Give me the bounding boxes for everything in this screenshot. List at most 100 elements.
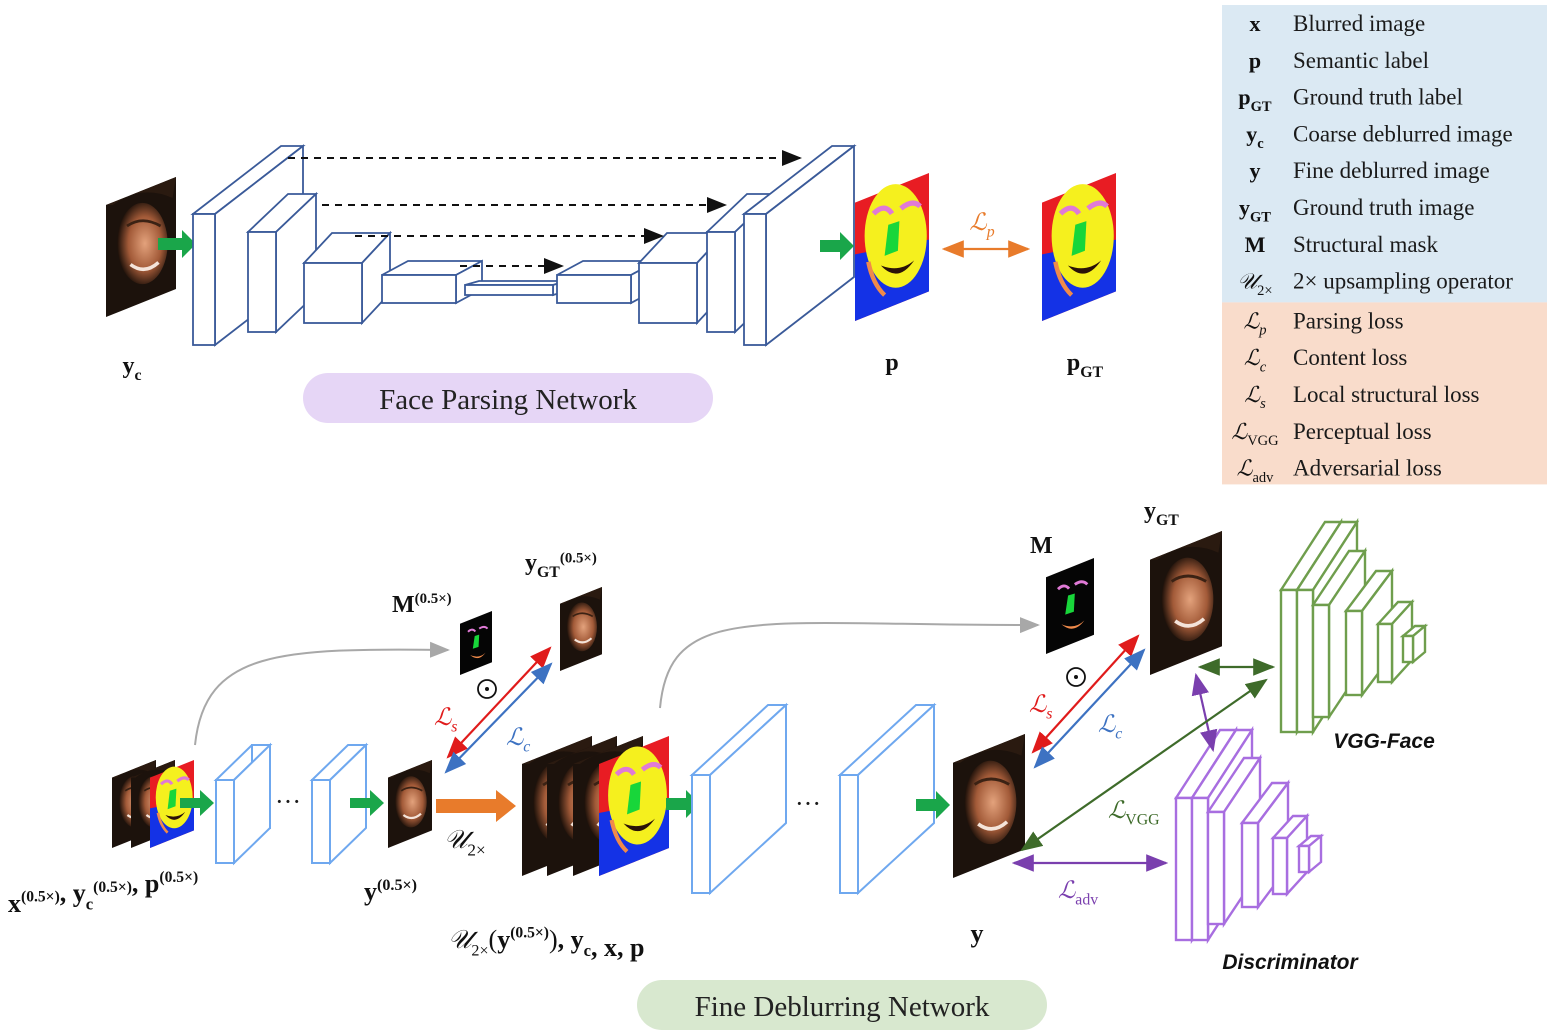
compound-label: x(0.5×), yc(0.5×), p(0.5×)	[8, 869, 198, 918]
conv-block-front	[839, 774, 859, 894]
legend-description: Structural mask	[1293, 232, 1438, 257]
discriminator-label: Discriminator	[1222, 951, 1359, 974]
concat-input-label: 𝒰2×(y(0.5×)), yc, x, p	[448, 925, 645, 962]
legend-symbol: p	[1249, 48, 1261, 73]
odot-dot	[485, 687, 489, 691]
odot-dot	[1074, 675, 1078, 679]
fine-deblurring-network: ··· M(0.5×) yGT(0.5×) ℒs ℒc 𝒰2×	[8, 498, 1435, 1030]
legend-symbol: ℒp	[1243, 308, 1266, 338]
legend-variables-panel	[1222, 5, 1547, 303]
perceptual-loss-label: ℒVGG	[1108, 798, 1160, 829]
legend-symbol: ℒs	[1244, 382, 1266, 412]
legend-row: yc Coarse deblurred image	[1246, 121, 1512, 152]
label-text: yc	[122, 353, 141, 384]
perceptual-loss-arrow	[1020, 678, 1268, 852]
mask-half-label: M(0.5×)	[392, 591, 452, 618]
parsing-output-map	[855, 173, 929, 321]
gt-half-image	[560, 585, 602, 673]
final-output-label: y	[971, 919, 984, 948]
face-parsing-network: yc ℒp p pGT Face Parsing Network	[106, 144, 1116, 423]
vgg-face-network	[1278, 517, 1429, 737]
legend-row: pGT Ground truth label	[1238, 85, 1463, 116]
green-arrow-icon	[916, 791, 950, 819]
legend-row: ℒs Local structural loss	[1244, 382, 1479, 412]
legend-description: Content loss	[1293, 345, 1407, 370]
label-text: M	[1030, 533, 1053, 559]
label-text: 𝒰2×	[444, 825, 486, 859]
legend-table: x Blurred image p Semantic label pGT Ground t…	[1222, 5, 1547, 486]
legend-description: Blurred image	[1293, 11, 1425, 36]
mask-full-image	[1046, 558, 1094, 654]
parsing-loss-label: ℒp	[969, 210, 994, 241]
label-text: y	[971, 919, 984, 948]
legend-symbol: ℒVGG	[1231, 419, 1279, 449]
legend-losses-panel	[1222, 302, 1547, 485]
compound-label: 𝒰2×(y(0.5×)), yc, x, p	[448, 925, 645, 962]
legend-description: Semantic label	[1293, 48, 1429, 73]
content-loss-arrow-half	[444, 662, 553, 774]
legend-description: Parsing loss	[1293, 308, 1404, 333]
label-text: yGT	[1144, 498, 1179, 529]
discriminator-network	[1173, 725, 1325, 945]
adversarial-loss-label: ℒadv	[1058, 878, 1098, 909]
legend-row: y Fine deblurred image	[1250, 158, 1490, 183]
label-text: ℒVGG	[1108, 798, 1160, 829]
legend-description: Coarse deblurred image	[1293, 121, 1513, 146]
loss-s-label: ℒs	[1029, 692, 1052, 723]
gt-to-discriminator-arrow	[1191, 672, 1218, 753]
label-text: ℒs	[1029, 692, 1052, 723]
legend-row: x Blurred image	[1250, 11, 1426, 36]
half-output-label: y(0.5×)	[364, 877, 417, 906]
label-text: ℒadv	[1058, 878, 1098, 909]
parsing-ground-truth-map	[1042, 173, 1116, 321]
unet-encoder-decoder	[190, 144, 857, 347]
face-parsing-title: Face Parsing Network	[379, 384, 637, 416]
legend-description: Perceptual loss	[1293, 419, 1432, 444]
pyramid-layer	[1295, 833, 1325, 875]
vgg-face-label: VGG-Face	[1333, 730, 1435, 753]
loss-c-label: ℒc	[1098, 712, 1122, 743]
green-arrow-icon	[180, 790, 214, 816]
mask-extract-curve-full	[659, 617, 1040, 709]
upsample-arrow-icon	[436, 790, 516, 822]
loss-c-label-half: ℒc	[506, 725, 530, 756]
conv-block-front	[311, 779, 331, 864]
mask-half-image	[460, 609, 492, 677]
legend-description: 2× upsampling operator	[1293, 269, 1513, 294]
legend-symbol: yc	[1246, 121, 1264, 152]
bottleneck-block	[464, 279, 568, 297]
conv-block-face	[857, 702, 935, 896]
label-text: ℒp	[969, 210, 994, 241]
output-label-p: p	[885, 350, 898, 376]
legend-symbol: pGT	[1238, 85, 1272, 116]
legend-row: ℒVGG Perceptual loss	[1231, 419, 1431, 449]
conv-block-face	[709, 702, 787, 896]
ellipsis-half: ···	[275, 787, 301, 816]
gt-half-label: yGT(0.5×)	[525, 550, 597, 581]
label-text: ℒs	[434, 705, 457, 736]
green-arrow-icon	[350, 790, 384, 816]
legend-symbol: ℒadv	[1237, 456, 1275, 486]
upsample-label: 𝒰2×	[444, 825, 486, 859]
legend-symbol: yGT	[1239, 195, 1271, 226]
legend-symbol: ℒc	[1244, 345, 1267, 375]
green-arrow-icon	[820, 232, 854, 260]
legend-description: Local structural loss	[1293, 382, 1480, 407]
gt-label: yGT	[1144, 498, 1179, 529]
input-label-yc: yc	[122, 353, 141, 384]
legend-description: Fine deblurred image	[1293, 158, 1490, 183]
mask-label: M	[1030, 533, 1053, 559]
legend-symbol: y	[1250, 158, 1261, 183]
legend-description: Ground truth label	[1293, 85, 1463, 110]
conv-block-front	[215, 779, 235, 864]
final-output-image	[953, 734, 1025, 878]
skip-connections	[288, 150, 802, 274]
legend-row: 𝒰2×2× upsampling operator	[1237, 269, 1513, 299]
legend-symbol: x	[1250, 11, 1261, 36]
label-text: yGT(0.5×)	[525, 550, 597, 581]
label-text: y(0.5×)	[364, 877, 417, 906]
